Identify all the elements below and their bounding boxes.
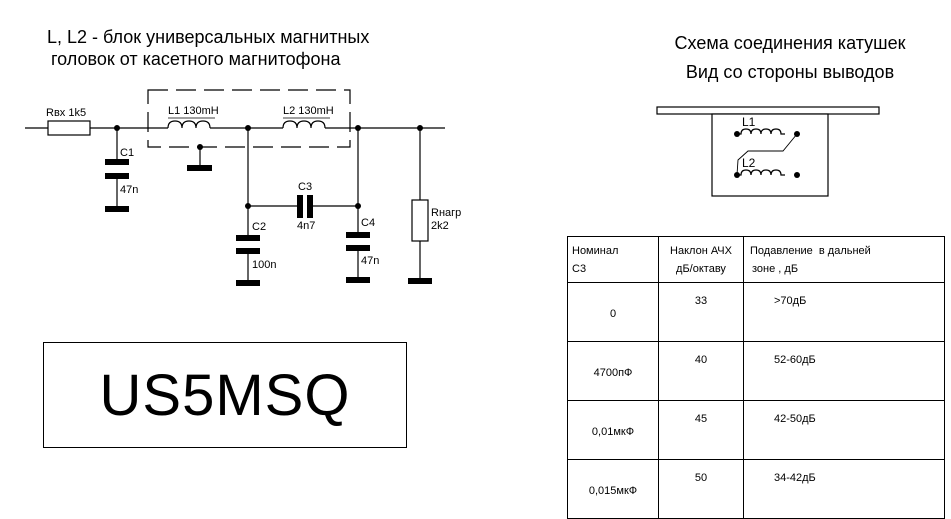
junction-dot	[355, 203, 361, 209]
ground-bar	[346, 277, 370, 283]
header-nominal-line1: Номинал	[572, 245, 619, 257]
cell-slope: 50	[658, 459, 744, 519]
junction-dot	[197, 144, 203, 150]
junction-dot	[417, 125, 423, 131]
l1-coil	[737, 128, 785, 135]
junction-dot	[245, 125, 251, 131]
left-title-line1: L, L2 - блок универсальных магнитных	[47, 27, 370, 47]
cell-suppression: 42-50дБ	[743, 400, 945, 460]
c3-plate	[307, 195, 313, 218]
cell-suppression: 52-60дБ	[743, 341, 945, 401]
cell-suppression: >70дБ	[743, 282, 945, 342]
coil-l1-label: L1	[742, 115, 756, 129]
junction-dot	[245, 203, 251, 209]
c3-value-label: 4n7	[297, 220, 315, 232]
cell-nominal: 0,01мкФ	[567, 400, 659, 460]
header-nominal: Номинал C3	[567, 236, 659, 283]
right-title: Схема соединения катушек Вид со стороны …	[640, 29, 940, 87]
left-title: L, L2 - блок универсальных магнитных гол…	[47, 26, 369, 70]
ground-bar	[408, 278, 432, 284]
left-title-line2: головок от касетного магнитофона	[51, 49, 341, 69]
cell-nominal: 0	[567, 282, 659, 342]
coil-l2-label: L2	[742, 156, 756, 170]
cell-nominal: 4700пФ	[567, 341, 659, 401]
table-header-row: Номинал C3 Наклон АЧХ дБ/октаву Подавлен…	[567, 236, 945, 283]
c3-name-label: C3	[298, 181, 312, 193]
table-row: 0,01мкФ 45 42-50дБ	[567, 400, 945, 460]
l1-label: L1 130mH	[168, 105, 219, 117]
c3-spec-table: Номинал C3 Наклон АЧХ дБ/октаву Подавлен…	[567, 236, 945, 519]
coil-terminal	[734, 172, 740, 178]
c4-value-label: 47n	[361, 255, 379, 267]
callsign-box: US5MSQ	[43, 342, 407, 448]
c1-plate	[105, 173, 129, 179]
c3-plate	[297, 195, 303, 218]
c4-plate	[346, 245, 370, 251]
right-title-line1: Схема соединения катушек	[674, 33, 906, 53]
c2-plate	[236, 235, 260, 241]
l2-coil	[737, 169, 785, 176]
ground-bar	[236, 280, 260, 286]
r-in-label: Rвх 1k5	[46, 107, 86, 119]
ground-bar	[187, 165, 212, 171]
header-slope-line2: дБ/октаву	[676, 263, 726, 275]
table-row: 0 33 >70дБ	[567, 282, 945, 342]
c1-name-label: C1	[120, 147, 134, 159]
header-suppression-line1: Подавление в дальней	[750, 245, 871, 257]
cell-slope: 33	[658, 282, 744, 342]
cell-slope: 40	[658, 341, 744, 401]
l2-coil	[282, 120, 326, 129]
header-slope-line1: Наклон АЧХ	[670, 245, 732, 257]
header-nominal-line2: C3	[572, 263, 587, 275]
coil-terminal	[794, 172, 800, 178]
ground-bar	[105, 206, 129, 212]
cell-nominal: 0,015мкФ	[567, 459, 659, 519]
c1-plate	[105, 159, 129, 165]
c2-plate	[236, 248, 260, 254]
right-title-line2: Вид со стороны выводов	[685, 62, 895, 82]
callsign-text: US5MSQ	[99, 362, 351, 428]
l2-label: L2 130mH	[283, 105, 334, 117]
table-row: 0,015мкФ 50 34-42дБ	[567, 459, 945, 519]
coil-terminal	[734, 131, 740, 137]
junction-dot	[355, 125, 361, 131]
c4-name-label: C4	[361, 217, 375, 229]
head-block-dashed-box	[147, 89, 351, 148]
c2-value-label: 100n	[252, 259, 276, 271]
c4-plate	[346, 232, 370, 238]
table-row: 4700пФ 40 52-60дБ	[567, 341, 945, 401]
cell-suppression: 34-42дБ	[743, 459, 945, 519]
coil-link-wire	[736, 133, 798, 176]
header-suppression: Подавление в дальней зоне , дБ	[743, 236, 945, 283]
header-slope: Наклон АЧХ дБ/октаву	[658, 236, 744, 283]
r-load-value-label: 2k2	[431, 220, 449, 232]
cell-slope: 45	[658, 400, 744, 460]
header-suppression-line2: зоне , дБ	[752, 263, 799, 275]
r-load-name-label: Rнагр	[431, 207, 461, 219]
l1-coil	[167, 120, 211, 129]
coil-terminal	[794, 131, 800, 137]
head-flange	[656, 106, 880, 115]
filter-schematic: Rвх 1k5 C1 47n L1 130mH L2 130mH C3 4n7 …	[25, 89, 461, 286]
c1-value-label: 47n	[120, 184, 138, 196]
junction-dot	[114, 125, 120, 131]
coil-connection-diagram: L1 L2	[656, 106, 880, 197]
c2-name-label: C2	[252, 221, 266, 233]
head-body	[711, 113, 829, 197]
